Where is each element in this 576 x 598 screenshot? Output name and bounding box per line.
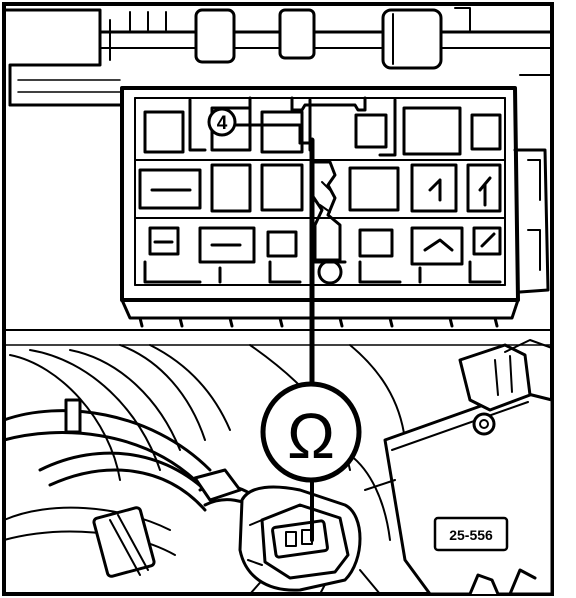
callout-circle — [207, 107, 237, 137]
ohmmeter-symbol: Ω — [260, 381, 362, 483]
ohm-symbol-icon: Ω — [287, 400, 335, 472]
figure-reference: 25-556 — [433, 516, 509, 552]
sensor-connector — [238, 485, 362, 592]
upper-housing — [2, 7, 554, 107]
figure-frame — [2, 2, 554, 596]
measurement-leads — [234, 123, 315, 542]
callout-number: 4 — [217, 113, 228, 134]
relay-box — [120, 86, 550, 328]
ohmmeter-circle — [260, 381, 362, 483]
figure-reference-label: 25-556 — [449, 527, 493, 543]
callout-4: 4 — [207, 107, 237, 137]
figure-reference-box — [433, 516, 509, 552]
lower-assembly — [2, 329, 554, 596]
